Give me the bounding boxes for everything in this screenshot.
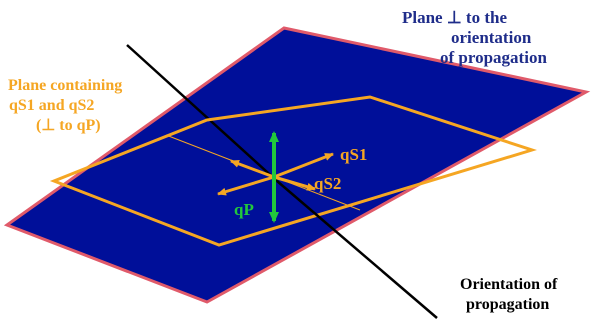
propagation-axis-upper [126, 44, 278, 182]
axis-label-line1: Orientation of [460, 276, 558, 293]
containing-plane-line2: qS1 and qS2 [9, 97, 95, 114]
containing-plane [49, 95, 537, 247]
perp-plane-line1: Plane ⊥ to the [402, 8, 507, 27]
perp-plane-line3: of propagation [440, 48, 547, 67]
qs2-arrow-forward [273, 175, 316, 191]
propagation-axis-lower [276, 180, 438, 319]
containing-plane-line3: (⊥ to qP) [36, 117, 101, 134]
qs1-arrow-forward [273, 152, 334, 179]
perpendicular-plane [3, 26, 591, 304]
perpendicular-plane-label: Plane ⊥ to the orientation of propagatio… [402, 8, 586, 68]
axis-label-line2: propagation [466, 296, 550, 313]
containing-plane-line1: Plane containing [8, 77, 123, 94]
qs1-arrow-backward [230, 159, 275, 179]
qs2-arrow-backward [217, 175, 275, 196]
containing-plane-label: Plane containing qS1 and qS2 (⊥ to qP) [8, 76, 122, 136]
qs2-label: qS2 [314, 174, 341, 193]
qp-label: qP [234, 200, 254, 219]
propagation-axis-label: Orientation of propagation [460, 275, 557, 315]
qs1-label: qS1 [340, 145, 367, 164]
perp-plane-line2: orientation [451, 28, 532, 47]
